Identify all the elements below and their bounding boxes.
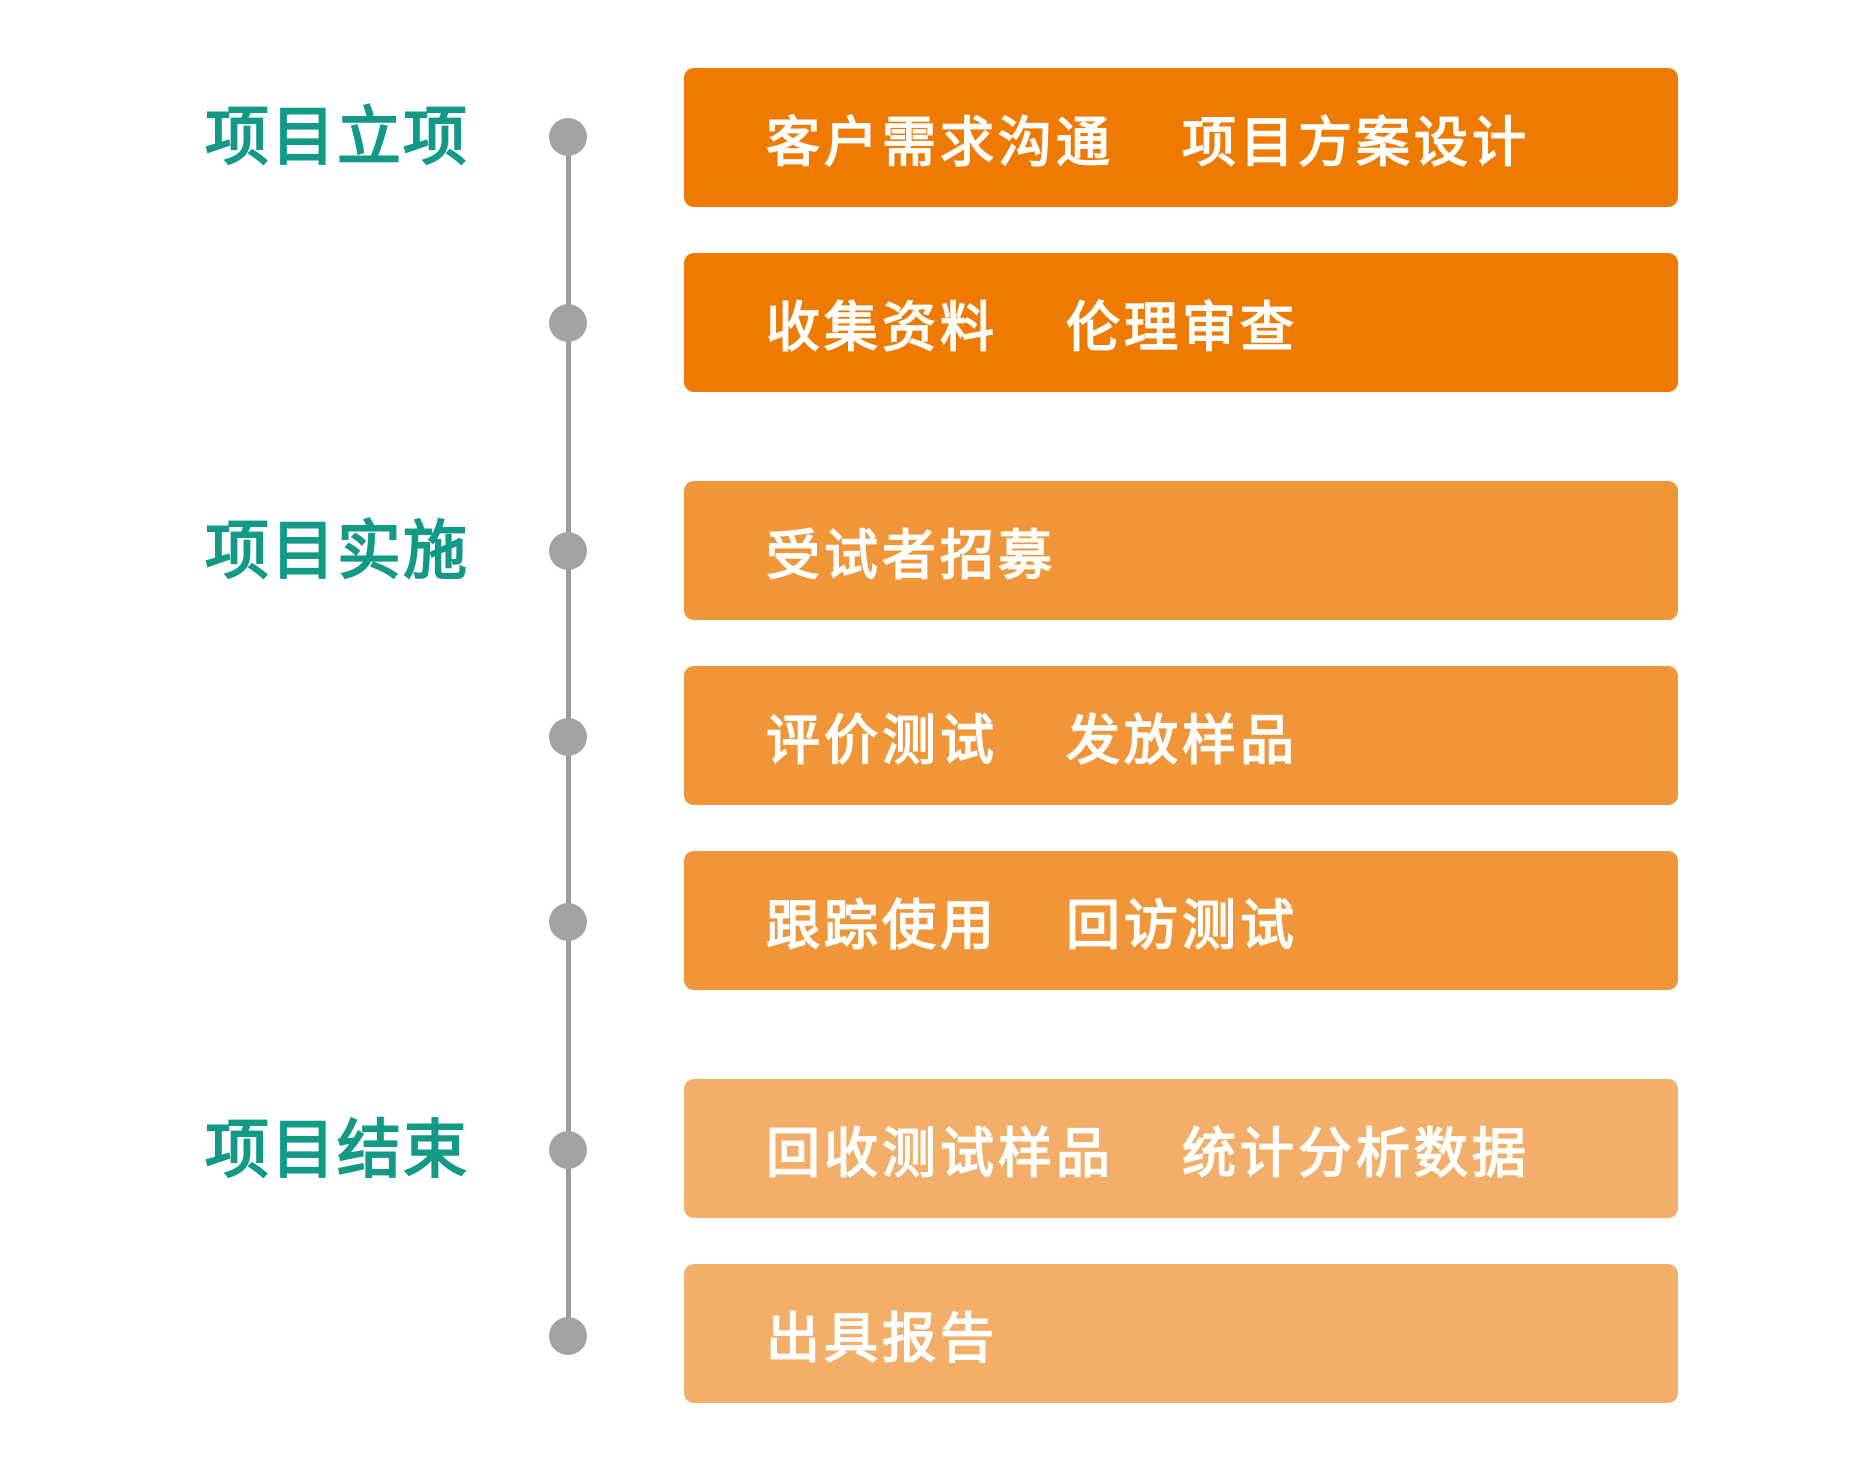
step-box: 跟踪使用 回访测试 — [684, 851, 1678, 990]
step-box: 回收测试样品 统计分析数据 — [684, 1079, 1678, 1218]
step-box: 评价测试 发放样品 — [684, 666, 1678, 805]
timeline-dot — [549, 118, 587, 156]
step-text: 客户需求沟通 — [766, 111, 1114, 174]
timeline-dot — [549, 532, 587, 570]
phase-label-conclusion: 项目结束 — [205, 1114, 469, 1188]
step-text: 跟踪使用 — [766, 894, 998, 957]
timeline-dot — [549, 1317, 587, 1355]
step-box: 出具报告 — [684, 1264, 1678, 1403]
step-text: 出具报告 — [766, 1307, 998, 1370]
step-text: 收集资料 — [766, 296, 998, 359]
step-text: 统计分析数据 — [1182, 1122, 1530, 1185]
step-text: 评价测试 — [766, 709, 998, 772]
timeline-dot — [549, 304, 587, 342]
step-box: 收集资料 伦理审查 — [684, 253, 1678, 392]
step-text: 项目方案设计 — [1182, 111, 1530, 174]
step-text: 发放样品 — [1066, 709, 1298, 772]
step-box: 受试者招募 — [684, 481, 1678, 620]
timeline-dot — [549, 1131, 587, 1169]
step-text: 回收测试样品 — [766, 1122, 1114, 1185]
timeline-dot — [549, 903, 587, 941]
timeline-dot — [549, 718, 587, 756]
step-text: 伦理审查 — [1066, 296, 1298, 359]
step-text: 回访测试 — [1066, 894, 1298, 957]
step-text: 受试者招募 — [766, 524, 1056, 587]
phase-label-implementation: 项目实施 — [205, 515, 469, 589]
phase-label-initiation: 项目立项 — [205, 101, 469, 175]
step-box: 客户需求沟通 项目方案设计 — [684, 68, 1678, 207]
